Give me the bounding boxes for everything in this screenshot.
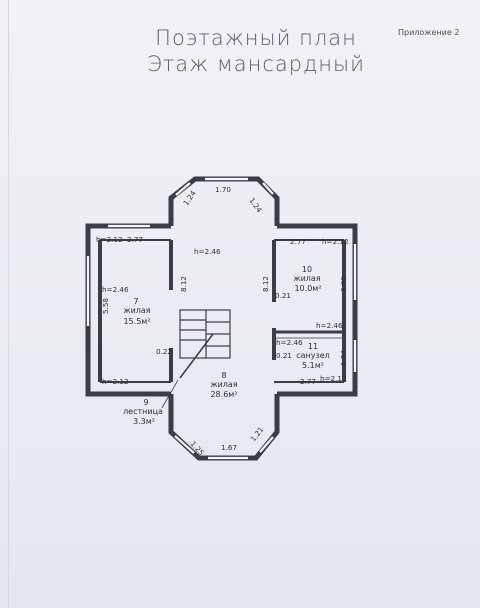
room-10-name: жилая [293,274,320,283]
room-7-area: 15.5м² [123,317,150,326]
dim-r7-h-bot: h=2.12 [102,377,129,386]
dim-r11-h212: h=2.12 [320,374,347,383]
dim-hall-h: h=2.46 [194,247,221,256]
appendix-label: Приложение 2 [398,28,460,37]
dim-bay-bottom-mid: 1.67 [221,443,237,452]
dim-r7-558: 5.58 [101,298,110,314]
room-11-name: санузел [296,351,330,360]
dim-hall-812-right: 8.12 [261,276,270,292]
floor-title: Этаж мансардный [147,52,365,76]
dim-r10-h246: h=2.46 [316,321,343,330]
room-9-number: 9 [143,398,148,407]
room-11-number: 11 [308,342,318,351]
room-9-name: лестница [123,407,163,416]
room-8-number: 8 [221,371,226,380]
dim-bay-top-mid: 1.70 [215,185,231,194]
dim-r10-w: 2.77 [290,237,306,246]
room-7-name: жилая [123,306,150,315]
room-10-number: 10 [302,265,312,274]
room-8-area: 28.6м² [210,390,237,399]
sheet-edge [8,0,9,608]
partitions [98,239,346,383]
dim-r10-021: 0.21 [275,291,291,300]
dim-r11-184: 1.84 [339,350,348,366]
dim-r7-w-top: 2.77 [127,235,143,244]
dim-hall-812-left: 8.12 [179,276,188,292]
dim-r10-360: 3.60 [339,276,348,292]
dim-r11-h246: h=2.46 [276,338,303,347]
room-11-area: 5.1м² [302,361,324,370]
room-8-name: жилая [210,380,237,389]
dim-r7-022: 0.22 [156,347,172,356]
dim-r11-w: 2.77 [300,377,316,386]
dim-r11-021: 0.21 [276,351,292,360]
wall-right-rooms [277,223,358,397]
dim-bay-top-right: 1.24 [247,196,264,215]
dim-bay-top-left: 1.24 [181,189,198,208]
room-10-area: 10.0м² [294,284,321,293]
dim-r7-h-mid: h=2.46 [102,285,129,294]
room-7-number: 7 [133,297,138,306]
windows [86,177,357,460]
plan-title: Поэтажный план [155,26,357,50]
dim-r10-h: h=2.12 [322,237,349,246]
staircase [179,309,231,379]
room-9-area: 3.3м² [133,417,155,426]
dim-r7-h-top: h=2.12 [96,235,123,244]
dim-bay-bottom-right: 1.21 [248,425,265,443]
